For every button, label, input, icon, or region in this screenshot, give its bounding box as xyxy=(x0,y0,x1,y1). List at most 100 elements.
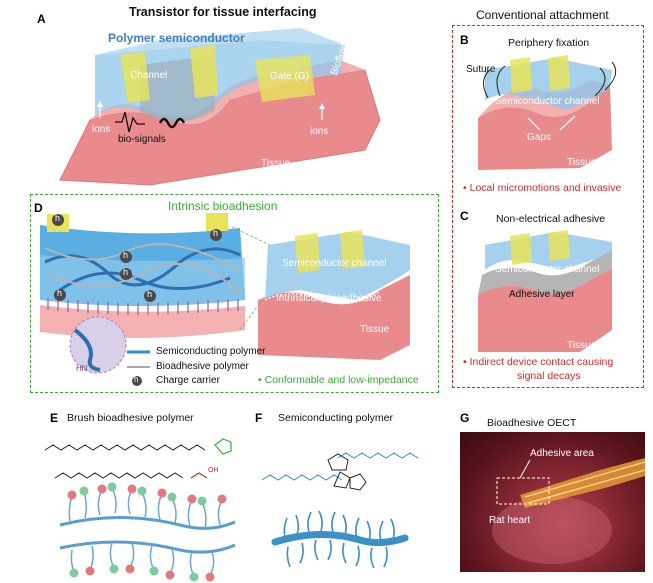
panel-e-structure-1 xyxy=(44,444,206,451)
panel-d-bioadhesive-chain-1 xyxy=(44,243,241,271)
panel-d-electrode-right xyxy=(206,213,228,231)
panel-b-gaps-label: Gaps xyxy=(527,132,551,143)
panel-d-carrier-4 xyxy=(54,289,66,301)
panel-a-semiconductor-top xyxy=(95,28,345,55)
panel-d-legend-semiconducting: Semiconducting polymer xyxy=(156,346,266,357)
panel-f-thiophene-core xyxy=(327,453,367,491)
panel-f-structure-side-chain-top xyxy=(337,452,419,459)
panel-d-title: Intrinsic bioadhesion xyxy=(168,199,278,213)
panel-b-tissue xyxy=(478,85,612,170)
panel-b-title: Periphery fixation xyxy=(508,37,590,49)
panel-a-biosignals-label: bio-signals xyxy=(118,134,166,145)
panel-f-structure-side-chain-bottom xyxy=(261,474,343,481)
panel-c-bullet: • xyxy=(463,356,467,368)
panel-d-carrier-5-label: h xyxy=(123,267,129,277)
panel-d-semiconducting-chain-2 xyxy=(59,271,231,292)
panel-a-tissue-label: Tissue xyxy=(261,158,291,169)
panel-b-electrode-1 xyxy=(510,57,532,93)
panel-b-suture-3 xyxy=(594,67,606,97)
panel-f-letter: F xyxy=(255,411,263,425)
panel-d-carrier-1 xyxy=(52,214,64,226)
panel-g-letter: G xyxy=(460,411,470,425)
panel-a-source-electrode xyxy=(120,52,150,103)
panel-c-title: Non-electrical adhesive xyxy=(496,213,606,225)
panel-d-carrier-6-label: h xyxy=(147,289,153,299)
panel-a-ions-left-label: ions xyxy=(92,124,111,135)
panel-c-electrode-1 xyxy=(510,233,532,265)
panel-d-zoom-circle xyxy=(69,316,127,374)
panel-b-bullet: • xyxy=(463,182,467,194)
panel-g-adhesive-area-label: Adhesive area xyxy=(530,448,594,459)
panel-e-brush-end-groups xyxy=(67,482,227,582)
conventional-box xyxy=(452,25,644,388)
panel-d-bioadhesive-chain-2 xyxy=(49,262,241,296)
panel-a-letter: A xyxy=(37,12,46,26)
panel-b-gap-arrow-right xyxy=(559,115,576,131)
panel-b-suture-label: Suture xyxy=(466,64,496,75)
panel-e-letter: E xyxy=(50,411,59,425)
panel-d-box xyxy=(30,194,439,393)
panel-b-suture-1 xyxy=(483,69,491,99)
panel-g-title: Bioadhesive OECT xyxy=(487,417,577,429)
panel-a-coil-icon xyxy=(158,117,186,129)
panel-a-biosignal-wave xyxy=(115,111,145,133)
panel-c-channel-label: Semiconductor channel xyxy=(495,264,600,275)
panel-d-zoom-guide-2 xyxy=(239,299,263,331)
panel-a-title: Transistor for tissue interfacing xyxy=(129,5,317,19)
panel-b-suture-2 xyxy=(496,65,506,97)
panel-d-tissue-label: Tissue xyxy=(360,324,390,335)
panel-d-legend-carrier: Charge carrier xyxy=(156,375,220,386)
panel-b-electrode-2 xyxy=(548,55,570,91)
panel-c-tissue-label: Tissue xyxy=(567,340,597,351)
panel-c-adhesive-label: Adhesive layer xyxy=(509,289,575,300)
panel-b-channel-label: Semiconductor channel xyxy=(495,96,600,107)
panel-f-rod-side-chains xyxy=(283,510,395,569)
panel-d-block-electrode-1 xyxy=(295,233,320,273)
panel-d-bioadhesive-interface xyxy=(264,291,381,305)
panel-f-title: Semiconducting polymer xyxy=(278,412,393,424)
panel-d-zoom-guide-1 xyxy=(231,226,271,246)
panel-c-note-line1: • Indirect device contact causing xyxy=(463,356,613,368)
panel-d-nh-label: HN xyxy=(76,364,88,373)
panel-e-nhs-ring xyxy=(214,438,232,455)
panel-d-note: • Conformable and low-impedance xyxy=(258,374,419,386)
panel-e-title: Brush bioadhesive polymer xyxy=(67,412,194,424)
panel-b-note-text: Local micromotions and invasive xyxy=(469,182,622,194)
panel-d-carrier-2-label: h xyxy=(213,228,219,238)
panel-c-adhesive-layer xyxy=(478,250,612,295)
panel-d-block-electrode-2 xyxy=(340,230,365,269)
panel-e-acid-group xyxy=(190,472,208,479)
panel-f-polymer-rod xyxy=(271,531,409,547)
panel-d-bullet: • xyxy=(258,374,262,386)
panel-d-carrier-6 xyxy=(144,290,156,302)
panel-g-rat-heart-label: Rat heart xyxy=(489,515,531,526)
panel-b-note: • Local micromotions and invasive xyxy=(463,182,621,194)
panel-g-adhesive-pointer xyxy=(519,459,531,479)
panel-c-note-line2: signal decays xyxy=(517,370,581,382)
panel-a-semiconductor-label: Polymer semiconductor xyxy=(108,31,245,45)
panel-d-letter: D xyxy=(34,201,43,215)
panel-c-letter: C xyxy=(460,209,469,223)
panel-a-drain-electrode xyxy=(190,45,218,98)
conventional-title: Conventional attachment xyxy=(476,8,609,22)
panel-d-note-text: Conformable and low-impedance xyxy=(264,374,419,386)
panel-e-oh-label: OH xyxy=(208,467,219,474)
panel-c-tissue xyxy=(478,268,612,352)
panel-b-letter: B xyxy=(460,33,469,47)
panel-d-channel-label: Semiconductor channel xyxy=(282,258,387,269)
panel-d-block-tissue xyxy=(258,275,410,360)
panel-g-photo xyxy=(460,432,645,572)
panel-d-carrier-2 xyxy=(210,229,222,241)
panel-d-semiconducting-chain-1 xyxy=(44,247,241,287)
panel-g-device-trace-1 xyxy=(524,461,646,498)
panel-a-gate-label: Gate (G) xyxy=(270,71,309,82)
panel-d-carrier-3 xyxy=(120,251,132,263)
panel-d-carrier-4-label: h xyxy=(57,288,63,298)
